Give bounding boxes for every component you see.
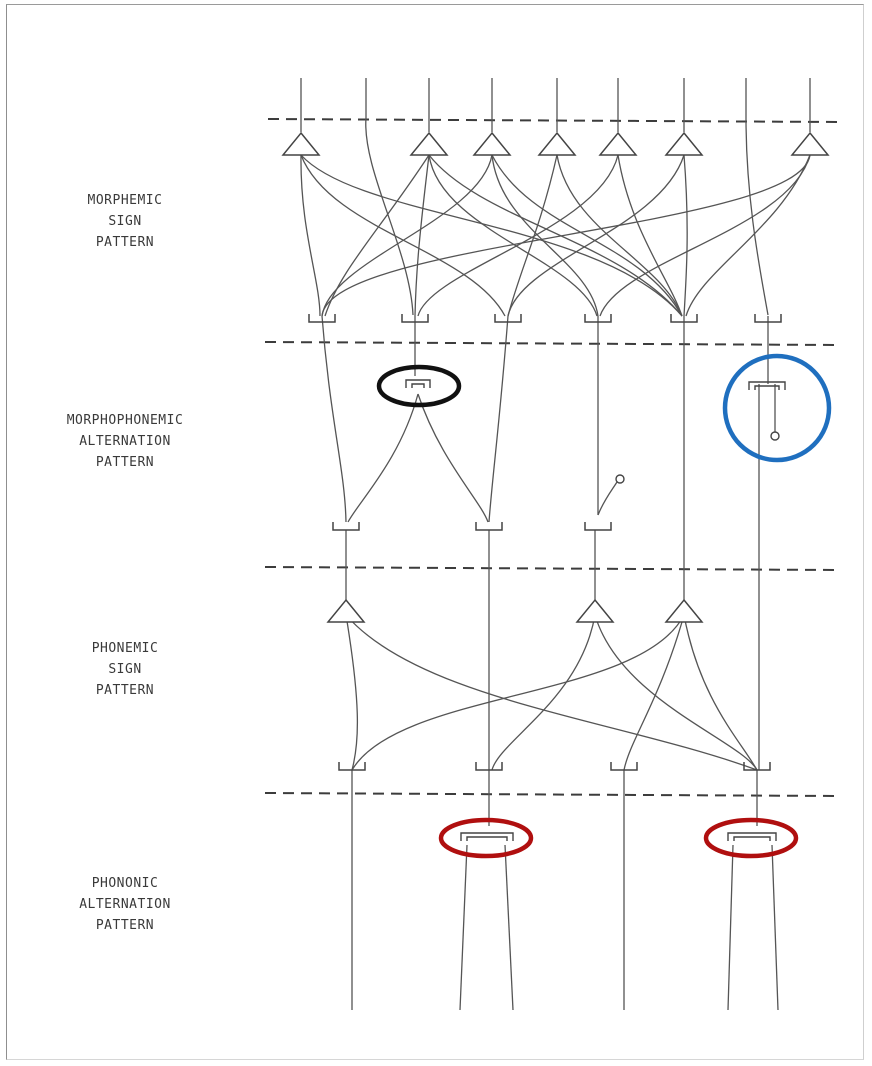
label-line: MORPHEMIC bbox=[87, 193, 163, 208]
and-node-triangle bbox=[472, 131, 512, 156]
connection-line bbox=[507, 154, 685, 317]
or-node-bracket bbox=[338, 762, 366, 771]
connection-line bbox=[428, 154, 683, 317]
and-node-triangle bbox=[598, 131, 638, 156]
and-node-triangle bbox=[326, 598, 366, 623]
connection-line bbox=[365, 117, 414, 316]
connection-line bbox=[491, 154, 683, 317]
and-node-triangle bbox=[664, 131, 704, 156]
connection-line bbox=[599, 154, 811, 317]
label-phonemic-sign-pattern: PHONEMIC SIGN PATTERN bbox=[65, 638, 185, 701]
connection-line bbox=[771, 844, 779, 1011]
label-morphemic-sign-pattern: MORPHEMIC SIGN PATTERN bbox=[55, 190, 195, 253]
connection-line bbox=[321, 154, 811, 317]
connection-line bbox=[504, 844, 514, 1011]
label-line: PHONONIC bbox=[91, 876, 159, 891]
connection-line bbox=[300, 154, 683, 317]
or-node-bracket bbox=[754, 314, 782, 323]
connection-line bbox=[507, 154, 558, 317]
label-line: SIGN bbox=[108, 662, 142, 677]
highlight-circle-black bbox=[376, 364, 462, 408]
connection-line bbox=[617, 154, 683, 317]
and-node-triangle bbox=[281, 131, 321, 156]
ordered-or-node bbox=[727, 832, 777, 841]
connection-line bbox=[417, 393, 489, 523]
connection-line bbox=[491, 614, 596, 771]
ordered-or-node bbox=[405, 379, 431, 388]
zero-realization-node bbox=[615, 474, 625, 484]
label-line: PHONEMIC bbox=[91, 641, 159, 656]
connection-line bbox=[745, 117, 769, 316]
connection-line bbox=[683, 154, 688, 317]
connection-line bbox=[428, 154, 598, 317]
and-node-triangle bbox=[664, 598, 704, 623]
connection-line bbox=[414, 154, 430, 317]
stratum-boundaries bbox=[264, 118, 839, 797]
or-node-bracket bbox=[308, 314, 336, 323]
connection-line bbox=[300, 154, 506, 317]
highlight-circle-blue bbox=[722, 353, 832, 463]
dashed-boundary bbox=[264, 566, 839, 571]
zero-realization-node bbox=[770, 431, 780, 441]
label-line: ALTERNATION bbox=[79, 897, 171, 912]
or-node-bracket bbox=[332, 522, 360, 531]
connection-line bbox=[727, 844, 734, 1011]
connection-line bbox=[300, 154, 321, 317]
label-line: PATTERN bbox=[95, 918, 155, 933]
label-line: PATTERN bbox=[95, 455, 155, 470]
or-node-bracket bbox=[494, 314, 522, 323]
or-node-bracket bbox=[584, 314, 612, 323]
highlight-circle-red bbox=[703, 817, 799, 859]
ordered-or-node bbox=[460, 832, 514, 841]
label-line: PATTERN bbox=[95, 235, 155, 250]
or-node-bracket bbox=[670, 314, 698, 323]
and-node-triangle bbox=[537, 131, 577, 156]
or-node-bracket bbox=[475, 762, 503, 771]
network-nodes bbox=[281, 131, 830, 841]
connection-line bbox=[594, 614, 758, 771]
and-node-triangle bbox=[575, 598, 615, 623]
label-phonic-alternation-pattern: PHONONIC ALTERNATION PATTERN bbox=[55, 873, 195, 936]
connection-lines bbox=[300, 78, 811, 1011]
connection-line bbox=[683, 614, 758, 771]
connection-line bbox=[345, 614, 758, 771]
label-line: ALTERNATION bbox=[79, 434, 171, 449]
and-node-triangle bbox=[409, 131, 449, 156]
or-node-bracket bbox=[610, 762, 638, 771]
highlight-circle-red bbox=[438, 817, 534, 859]
connection-line bbox=[345, 614, 359, 771]
label-line: PATTERN bbox=[95, 683, 155, 698]
and-node-triangle bbox=[790, 131, 830, 156]
label-line: SIGN bbox=[108, 214, 142, 229]
label-morphophonemic-alternation-pattern: MORPHOPHONEMIC ALTERNATION PATTERN bbox=[40, 410, 210, 473]
connection-line bbox=[623, 614, 685, 771]
or-node-bracket bbox=[584, 522, 612, 531]
connection-line bbox=[324, 154, 430, 317]
figure-frame bbox=[6, 4, 864, 1060]
connection-line bbox=[491, 154, 599, 317]
connection-line bbox=[321, 315, 347, 523]
connection-line bbox=[597, 481, 618, 516]
connection-line bbox=[417, 154, 619, 317]
connection-line bbox=[459, 844, 468, 1011]
connection-line bbox=[556, 154, 683, 317]
dashed-boundary bbox=[264, 341, 839, 346]
label-line: MORPHOPHONEMIC bbox=[66, 413, 184, 428]
ordered-or-node bbox=[748, 381, 786, 390]
connection-line bbox=[685, 154, 811, 317]
or-node-bracket bbox=[743, 762, 771, 771]
connection-line bbox=[321, 154, 493, 317]
highlight-circles bbox=[376, 353, 832, 859]
dashed-boundary bbox=[267, 118, 839, 123]
connection-line bbox=[347, 393, 419, 523]
or-node-bracket bbox=[401, 314, 429, 323]
or-node-bracket bbox=[475, 522, 503, 531]
dashed-boundary bbox=[264, 792, 839, 797]
connection-line bbox=[351, 614, 685, 771]
connection-line bbox=[488, 315, 509, 523]
